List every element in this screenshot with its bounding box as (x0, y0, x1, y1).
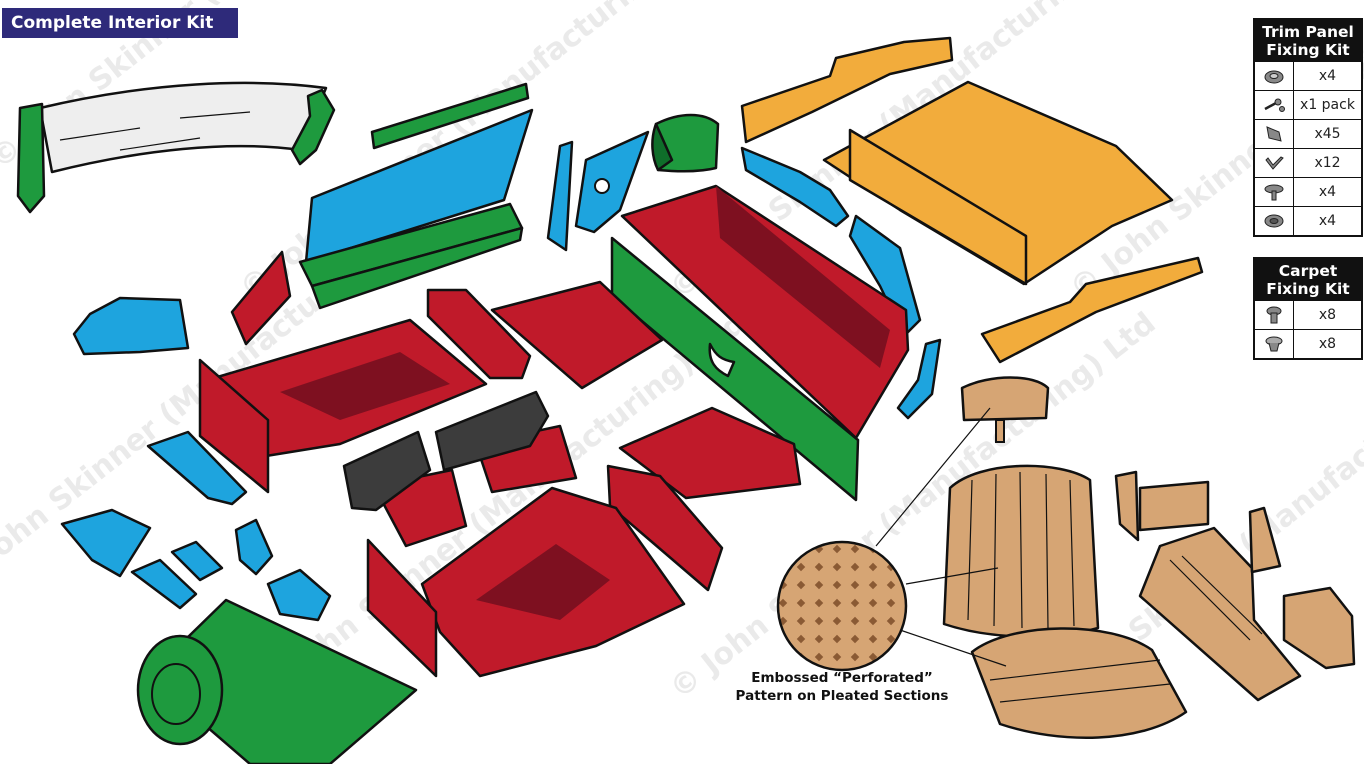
trim-kit-qty: x45 (1294, 120, 1361, 148)
trim-kit-qty: x1 pack (1294, 91, 1361, 119)
cup-washer-icon (1255, 207, 1294, 235)
trim-kit-row: x4 (1255, 177, 1361, 206)
carpet-kit-qty: x8 (1294, 301, 1361, 329)
trim-kit-qty: x4 (1294, 178, 1361, 206)
trim-kit-qty: x4 (1294, 62, 1361, 90)
trim-kit-row: x1 pack (1255, 90, 1361, 119)
carpet-kit-heading: Carpet Fixing Kit (1255, 259, 1361, 300)
trim-kit-qty: x12 (1294, 149, 1361, 177)
caption-line2: Pattern on Pleated Sections (722, 687, 962, 705)
carpet-kit-heading-line2: Fixing Kit (1255, 280, 1361, 298)
headlining-panel (18, 83, 334, 212)
carpet-kit-row: x8 (1255, 300, 1361, 329)
trim-kit-row: x4 (1255, 206, 1361, 235)
round-trim-clip-icon (1255, 62, 1294, 90)
trim-kit-heading-line1: Trim Panel (1255, 23, 1361, 41)
trim-kit-row: x12 (1255, 148, 1361, 177)
trim-kit-qty: x4 (1294, 207, 1361, 235)
carpet-kit-row: x8 (1255, 329, 1361, 358)
panel-clip-icon (1255, 120, 1294, 148)
page-title: Complete Interior Kit (2, 8, 238, 38)
carpet-kit-heading-line1: Carpet (1255, 262, 1361, 280)
push-stud-icon (1255, 178, 1294, 206)
caption-line1: Embossed “Perforated” (722, 669, 962, 687)
bent-clip-icon (1255, 149, 1294, 177)
trim-kit-row: x45 (1255, 119, 1361, 148)
carpet-kit-qty: x8 (1294, 330, 1361, 358)
carpet-stud-icon (1255, 301, 1294, 329)
trim-kit-row: x4 (1255, 61, 1361, 90)
trim-kit-heading-line2: Fixing Kit (1255, 41, 1361, 59)
trim-panel-fixing-kit: Trim Panel Fixing Kit x4 x1 pack x45 x12… (1253, 18, 1363, 237)
carpet-socket-icon (1255, 330, 1294, 358)
perforated-pattern-caption: Embossed “Perforated” Pattern on Pleated… (722, 669, 962, 705)
screw-pack-icon (1255, 91, 1294, 119)
perforated-pattern-detail (778, 542, 906, 670)
carpet-fixing-kit: Carpet Fixing Kit x8 x8 (1253, 257, 1363, 360)
trim-kit-heading: Trim Panel Fixing Kit (1255, 20, 1361, 61)
